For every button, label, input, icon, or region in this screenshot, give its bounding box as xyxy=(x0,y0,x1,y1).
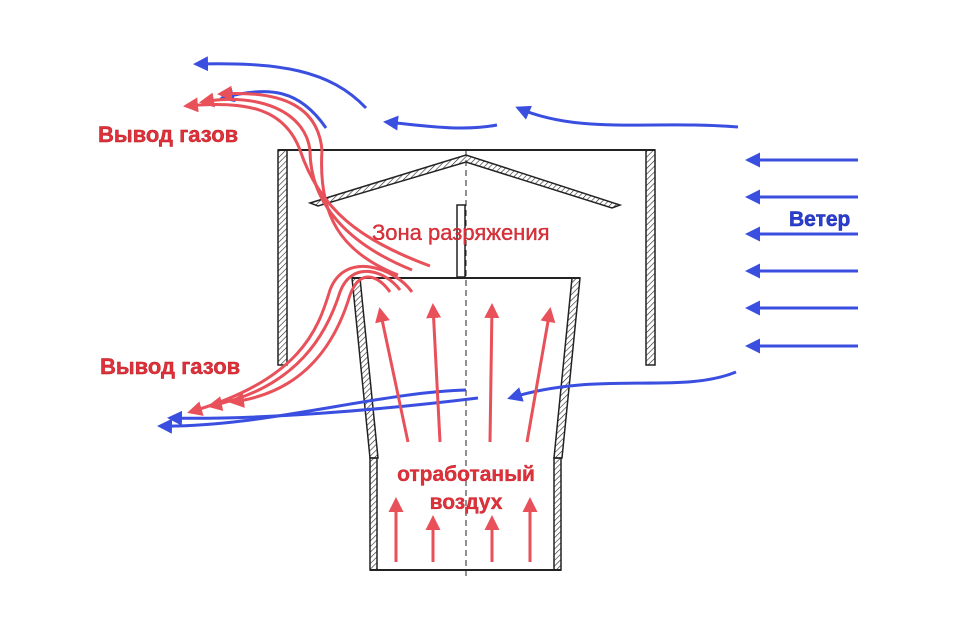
gas-exhaust-top xyxy=(217,85,399,277)
pipe-left-wall xyxy=(369,457,378,571)
wind-flow-top xyxy=(515,105,739,129)
gas-exhaust-bottom xyxy=(229,275,392,408)
wind-flow-bottom xyxy=(157,388,467,434)
diffuser-right-wall xyxy=(553,277,581,459)
label-wind: Ветер xyxy=(789,208,850,231)
gas-exhaust-top xyxy=(199,92,413,272)
deflector-structure xyxy=(277,149,656,578)
gas-flows xyxy=(183,85,556,562)
gas-exhaust-bottom xyxy=(207,270,402,411)
cap-cone xyxy=(307,154,623,209)
label-exhaust-top: Вывод газов xyxy=(98,122,238,147)
gas-arrow xyxy=(375,307,410,443)
gas-arrow xyxy=(426,303,442,443)
label-exhaust-air-2: воздух xyxy=(430,491,503,514)
gas-exhaust-bottom xyxy=(187,264,414,416)
shell-left-wall xyxy=(277,149,288,366)
wind-flow-top xyxy=(193,56,368,110)
label-exhaust-bottom: Вывод газов xyxy=(100,354,240,379)
wind-flows xyxy=(157,56,858,434)
shell-right-wall xyxy=(645,149,656,366)
diffuser-left-wall xyxy=(351,277,379,459)
wind-flow-top xyxy=(383,115,498,131)
label-vacuum-zone: Зона разряжения xyxy=(372,220,550,245)
gas-exhaust-top xyxy=(183,97,431,268)
wind-flow-bottom xyxy=(507,370,737,402)
label-exhaust-air-1: отработаный xyxy=(397,463,535,486)
gas-arrow xyxy=(525,307,556,443)
gas-arrow xyxy=(484,303,500,443)
pipe-right-wall xyxy=(553,457,562,571)
